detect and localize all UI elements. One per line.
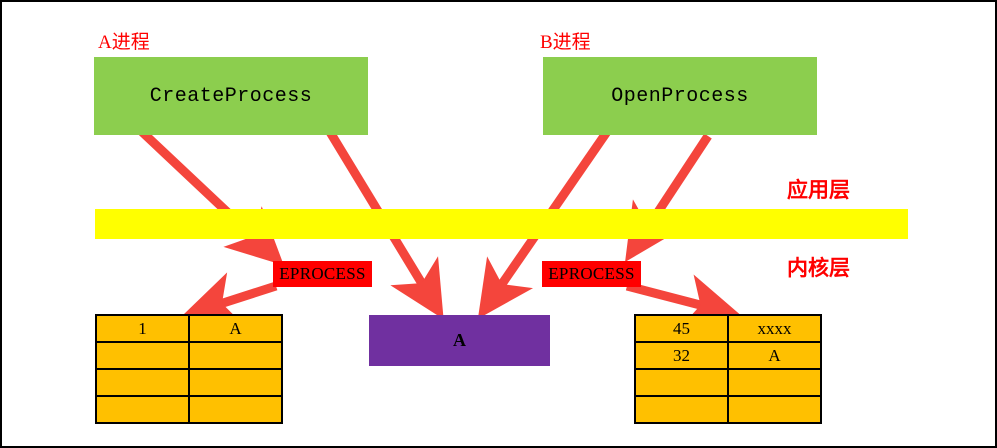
table-cell: A xyxy=(188,314,283,343)
table-row xyxy=(634,395,822,424)
api-box-openprocess-label: OpenProcess xyxy=(611,84,749,108)
table-cell: 45 xyxy=(634,314,729,343)
label-process-b: B进程 xyxy=(540,32,591,53)
kernel-object-eprocess-left[interactable]: EPROCESS xyxy=(273,261,372,287)
table-cell xyxy=(634,395,729,424)
arrow-right-eprocess-to-right-table xyxy=(625,274,742,329)
api-box-openprocess[interactable]: OpenProcess xyxy=(543,57,817,135)
arrow-left-eprocess-to-left-table xyxy=(181,272,278,326)
table-cell xyxy=(95,341,190,370)
shared-object-label: A xyxy=(453,330,466,350)
handle-table-right: 45 xxxx 32 A xyxy=(634,314,822,424)
table-cell: 1 xyxy=(95,314,190,343)
table-row xyxy=(634,368,822,397)
shared-object-box[interactable]: A xyxy=(369,315,550,366)
table-cell: A xyxy=(727,341,822,370)
table-row: 32 A xyxy=(634,341,822,370)
api-box-createprocess-label: CreateProcess xyxy=(149,84,313,108)
table-row xyxy=(95,341,283,370)
layer-divider-bar xyxy=(95,209,908,239)
table-row xyxy=(95,395,283,424)
label-kernel-layer: 内核层 xyxy=(787,256,850,280)
table-cell xyxy=(727,395,822,424)
table-row: 45 xxxx xyxy=(634,314,822,343)
label-process-a: A进程 xyxy=(98,32,150,53)
label-application-layer: 应用层 xyxy=(787,178,850,202)
api-box-createprocess[interactable]: CreateProcess xyxy=(94,57,368,135)
table-cell xyxy=(727,368,822,397)
table-row: 1 A xyxy=(95,314,283,343)
table-row xyxy=(95,368,283,397)
table-cell xyxy=(188,341,283,370)
table-cell xyxy=(95,368,190,397)
table-cell: xxxx xyxy=(727,314,822,343)
table-cell: 32 xyxy=(634,341,729,370)
table-cell xyxy=(188,368,283,397)
kernel-object-eprocess-right-label: EPROCESS xyxy=(548,264,635,283)
table-cell xyxy=(188,395,283,424)
kernel-object-eprocess-right[interactable]: EPROCESS xyxy=(542,261,641,287)
table-cell xyxy=(95,395,190,424)
table-cell xyxy=(634,368,729,397)
handle-table-left: 1 A xyxy=(95,314,283,424)
kernel-object-eprocess-left-label: EPROCESS xyxy=(279,264,366,283)
